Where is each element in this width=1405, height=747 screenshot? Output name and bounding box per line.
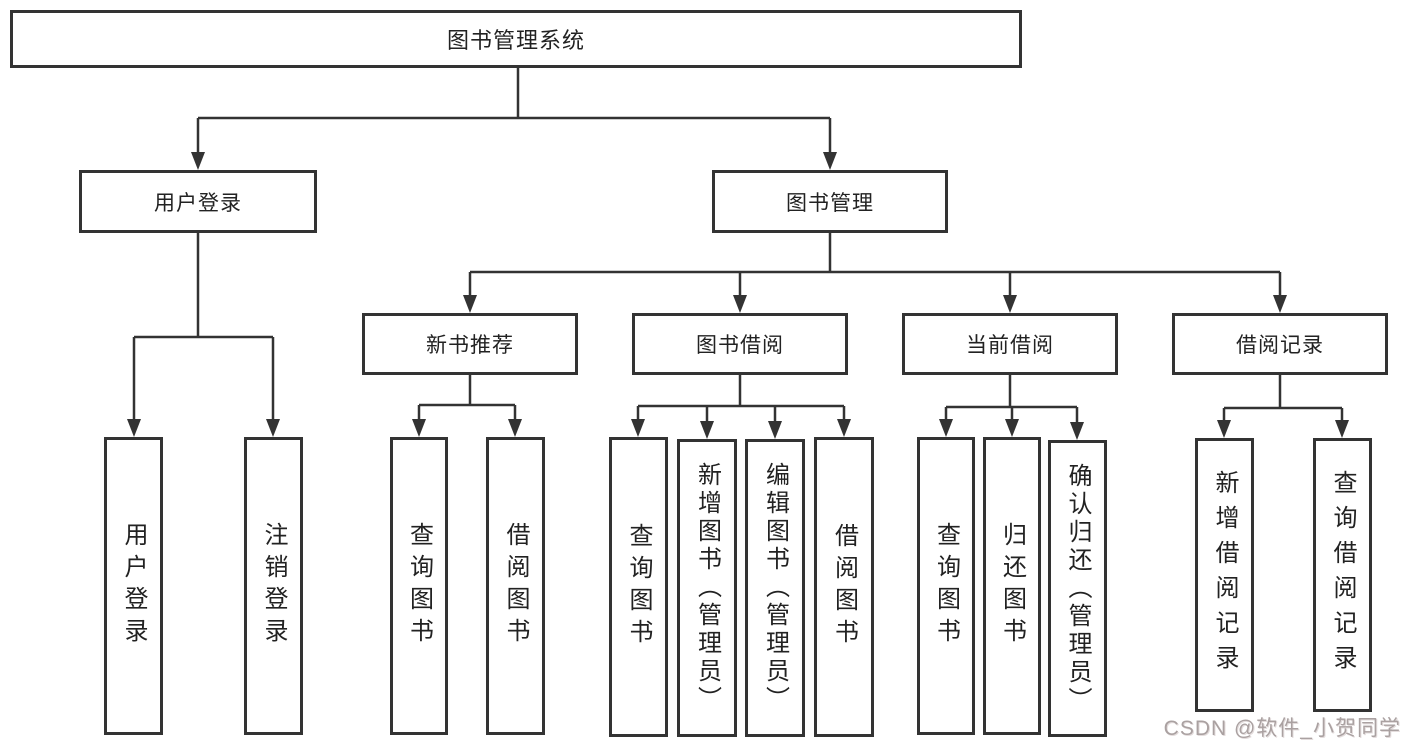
node-user-login-branch: 用户登录 <box>79 170 317 233</box>
connector-current-borrow-to-children <box>944 375 1079 426</box>
node-bb-edit-books: 编辑图书（管理员） <box>745 439 805 737</box>
node-bb-borrow-books: 借阅图书 <box>814 437 874 737</box>
node-book-borrow: 图书借阅 <box>632 313 848 375</box>
node-bb-add-books: 新增图书（管理员） <box>677 439 737 737</box>
arrowheads <box>127 152 1349 440</box>
connector-book-borrow-to-children <box>636 375 846 425</box>
node-cb-return-books: 归还图书 <box>983 437 1041 735</box>
node-new-book-rec: 新书推荐 <box>362 313 578 375</box>
connector-borrow-records-to-children <box>1222 375 1344 424</box>
connector-root-to-level2 <box>196 68 832 156</box>
node-cb-confirm-return: 确认归还（管理员） <box>1048 440 1107 737</box>
node-nbr-query-books: 查询图书 <box>390 437 448 735</box>
node-current-borrow: 当前借阅 <box>902 313 1118 375</box>
node-br-add-record: 新增借阅记录 <box>1195 438 1254 712</box>
node-bb-query-books: 查询图书 <box>609 437 668 737</box>
node-user-login-leaf: 用户登录 <box>104 437 163 735</box>
node-logout-leaf: 注销登录 <box>244 437 303 735</box>
node-cb-query-books: 查询图书 <box>917 437 975 735</box>
connector-new-book-rec-to-children <box>417 375 517 423</box>
connector-user-login-to-children <box>132 233 275 423</box>
connector-book-mgmt-to-level3 <box>468 233 1282 299</box>
node-borrow-records: 借阅记录 <box>1172 313 1388 375</box>
node-nbr-borrow-books: 借阅图书 <box>486 437 545 735</box>
node-root: 图书管理系统 <box>10 10 1022 68</box>
node-book-mgmt: 图书管理 <box>712 170 948 233</box>
csdn-watermark: CSDN @软件_小贺同学 <box>1163 717 1401 740</box>
node-br-query-record: 查询借阅记录 <box>1313 438 1372 712</box>
